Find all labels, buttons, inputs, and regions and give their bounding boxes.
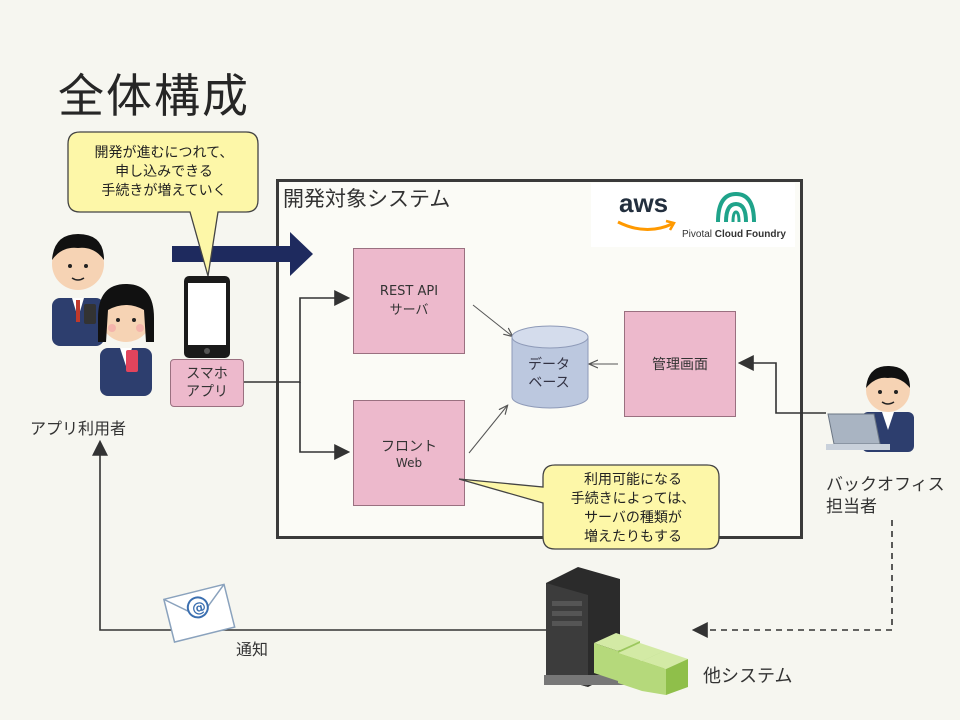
front-line1: フロント bbox=[381, 439, 437, 455]
bubble-top-line: 申し込みできる bbox=[115, 164, 213, 180]
admin-label: 管理画面 bbox=[652, 357, 708, 373]
back-office-line2: 担当者 bbox=[826, 497, 877, 517]
pcf-logo-light: Pivotal bbox=[682, 229, 713, 240]
notify-label: 通知 bbox=[236, 640, 269, 659]
front-web-box: フロント Web bbox=[353, 400, 465, 506]
email-icon: @ bbox=[162, 583, 236, 643]
database-label: データ ベース bbox=[513, 356, 585, 392]
front-to-db-arrow bbox=[468, 406, 507, 454]
backoffice-to-admin-connector bbox=[737, 355, 826, 414]
database-cylinder bbox=[511, 325, 589, 409]
database-line1: データ bbox=[528, 357, 570, 373]
phone-app-line2: アプリ bbox=[186, 384, 228, 400]
admin-screen-box: 管理画面 bbox=[624, 311, 736, 417]
system-label: 開発対象システム bbox=[283, 187, 451, 211]
green-cubes bbox=[594, 633, 688, 695]
pcf-logo-icon bbox=[716, 191, 756, 223]
notify-connector bbox=[92, 439, 552, 631]
bubble-bottom-line: 手続きによっては、 bbox=[570, 491, 696, 507]
svg-text:@: @ bbox=[190, 599, 207, 618]
smartphone-icon bbox=[184, 276, 230, 358]
back-office-label: バックオフィス 担当者 bbox=[826, 474, 945, 518]
speech-bubble-top bbox=[67, 131, 259, 277]
bubble-bottom-line: 増えたりもする bbox=[584, 529, 682, 545]
app-users-label: アプリ利用者 bbox=[30, 419, 127, 438]
front-line2: Web bbox=[395, 456, 423, 470]
bubble-top-text: 開発が進むにつれて、 申し込みできる 手続きが増えていく bbox=[74, 144, 254, 201]
page-title: 全体構成 bbox=[58, 69, 250, 123]
bubble-bottom-line: 利用可能になる bbox=[584, 472, 682, 488]
app-users-illustration bbox=[52, 234, 154, 396]
other-system-server-icon bbox=[544, 567, 688, 695]
back-office-illustration bbox=[826, 366, 914, 452]
bubble-top-line: 手続きが増えていく bbox=[101, 183, 227, 199]
deploy-arrow bbox=[172, 232, 313, 276]
rest-api-line2: サーバ bbox=[389, 303, 429, 318]
other-system-label: 他システム bbox=[703, 666, 793, 687]
back-office-line1: バックオフィス bbox=[826, 475, 945, 495]
speech-bubble-bottom bbox=[458, 464, 720, 550]
rest-to-db-arrow bbox=[472, 304, 512, 336]
bubble-bottom-text: 利用可能になる 手続きによっては、 サーバの種類が 増えたりもする bbox=[546, 471, 720, 547]
pcf-logo-text: Pivotal Cloud Foundry bbox=[682, 229, 786, 240]
aws-logo: aws bbox=[619, 188, 669, 218]
bubble-top-line: 開発が進むにつれて、 bbox=[94, 145, 234, 161]
aws-smile-icon bbox=[617, 219, 676, 231]
rest-api-server-box: REST API サーバ bbox=[353, 248, 465, 354]
phone-app-line1: スマホ bbox=[186, 366, 228, 382]
rest-api-line1: REST API bbox=[379, 284, 439, 299]
cloud-logos-panel bbox=[591, 183, 795, 247]
bubble-bottom-line: サーバの種類が bbox=[584, 510, 682, 526]
app-to-front-connector bbox=[299, 382, 351, 460]
database-line2: ベース bbox=[528, 375, 570, 391]
backoffice-to-other-dashed bbox=[691, 520, 893, 638]
app-to-rest-connector bbox=[242, 290, 351, 383]
pcf-logo-bold: Cloud Foundry bbox=[714, 229, 786, 240]
smartphone-app-label: スマホ アプリ bbox=[170, 359, 244, 407]
